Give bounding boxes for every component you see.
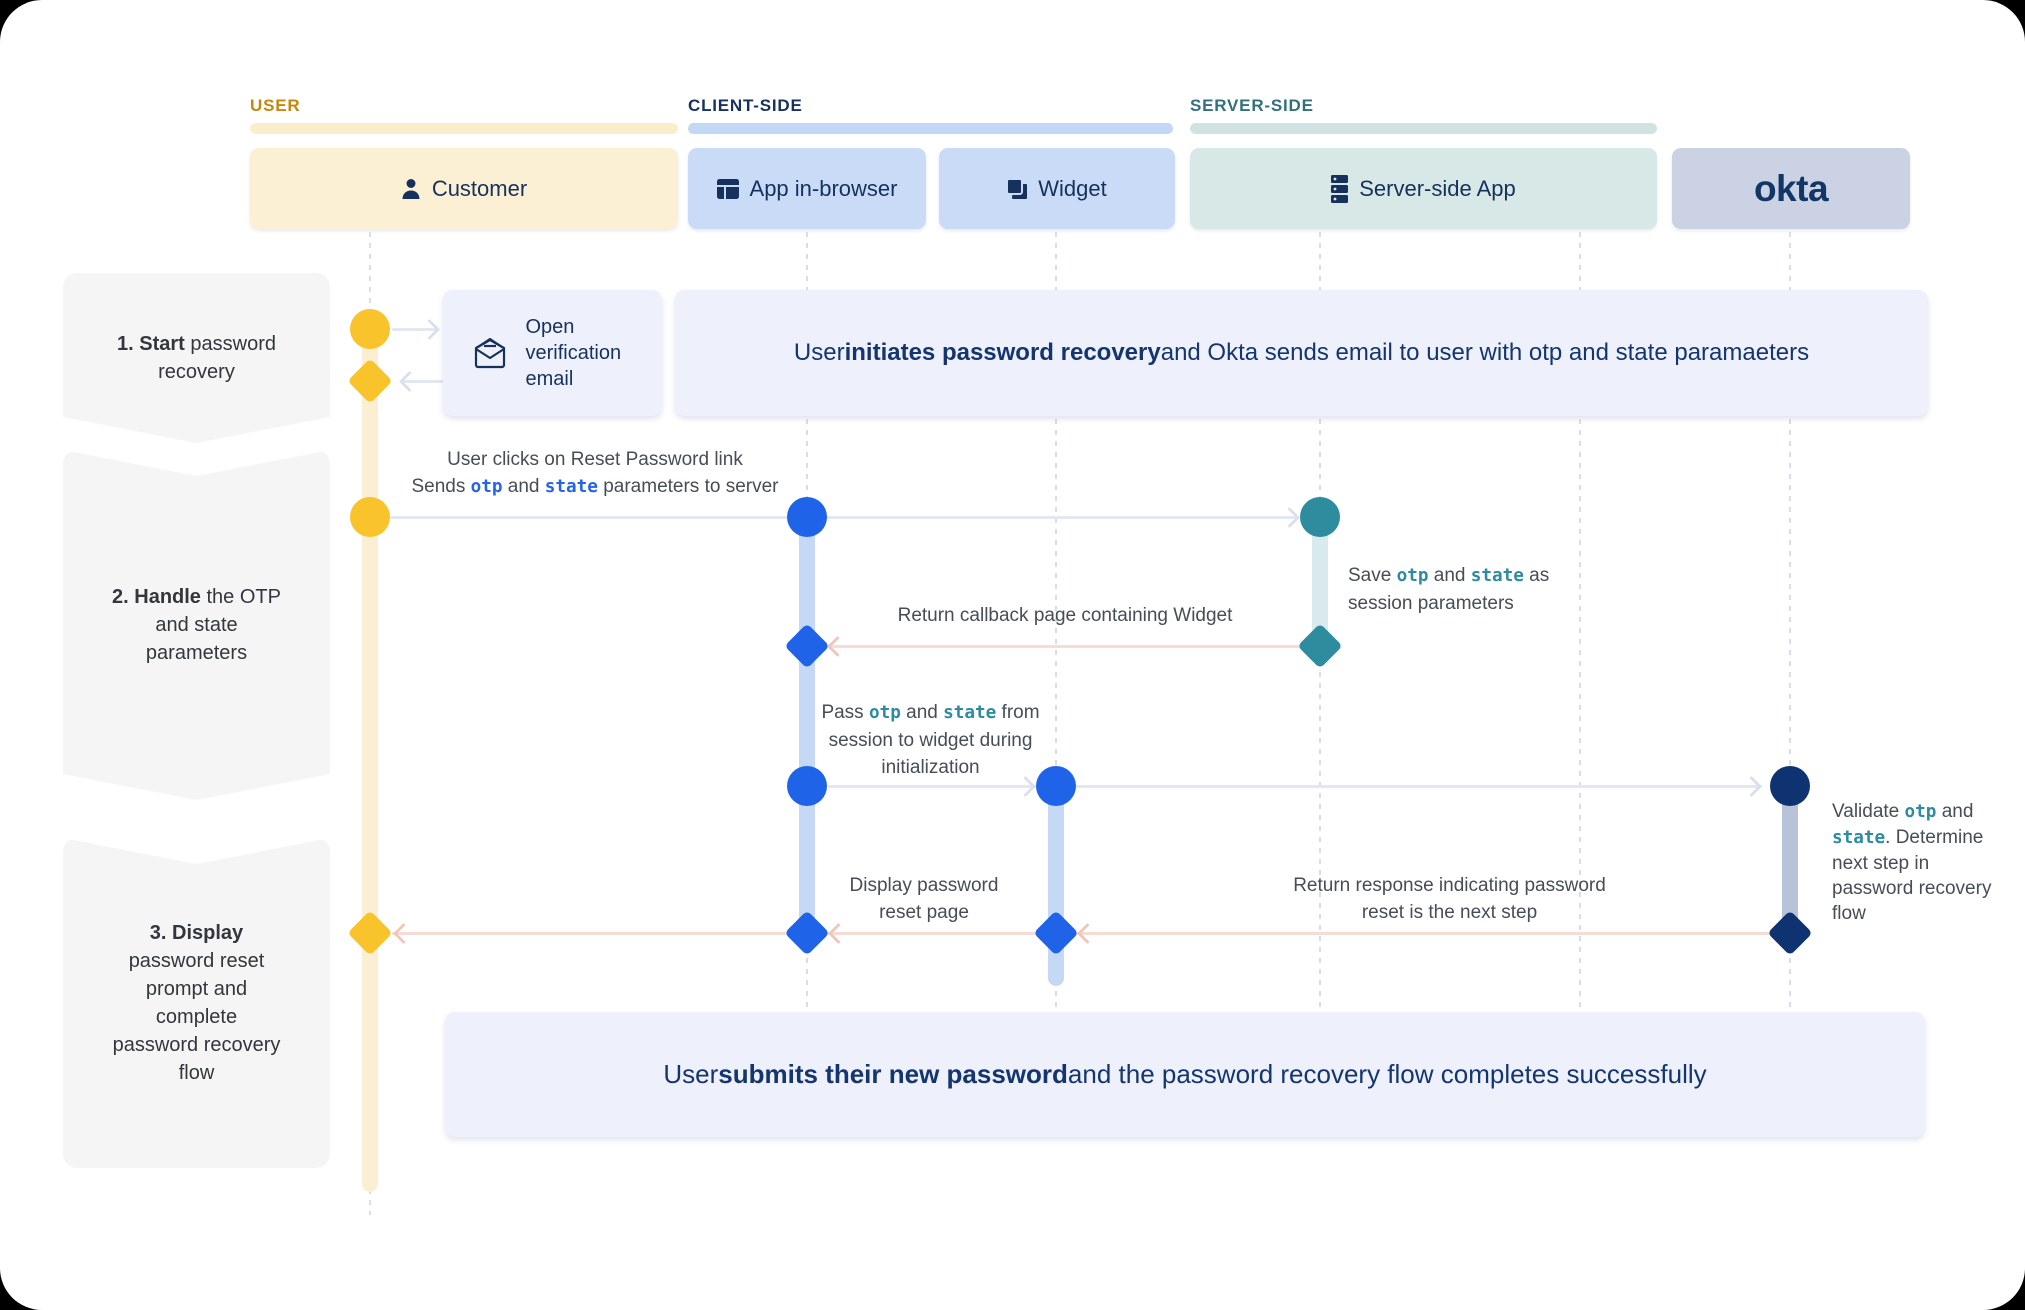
open-envelope-icon [468, 331, 512, 376]
arrowhead-left-icon [392, 922, 415, 945]
node-widget-display [1033, 910, 1079, 956]
note-save-session: Save otp and state as session parameters [1348, 565, 1550, 614]
lane-server-side-app: Server-side App [1190, 148, 1657, 229]
note-display-reset: Display password reset page [849, 875, 999, 923]
note-validate: Validate otp and state. Determine next s… [1832, 801, 1992, 924]
node-okta-response [1767, 910, 1813, 956]
node-app-display [784, 910, 830, 956]
banner-initiate-recovery: User initiates password recovery and Okt… [675, 290, 1928, 416]
banner-text: User submits their new password and the … [663, 1059, 1707, 1089]
arrowhead-left-icon [1076, 922, 1099, 945]
arrowhead-left-icon [398, 370, 421, 393]
lane-label: Widget [1038, 175, 1107, 201]
note-line: User clicks on Reset Password link [447, 449, 743, 470]
arrowhead-right-icon [1740, 775, 1763, 798]
open-verification-email-card: Open verification email [443, 290, 662, 416]
step-text: 3. Display password reset prompt and com… [112, 922, 281, 1084]
node-customer-start [350, 309, 390, 349]
activation-bar-widget [1048, 786, 1064, 986]
banner-text: User initiates password recovery and Okt… [793, 339, 1810, 366]
lane-widget: Widget [939, 148, 1175, 229]
browser-icon [716, 178, 739, 199]
arrow-app-widget [828, 785, 1036, 788]
node-customer-prompt [347, 910, 393, 956]
arrow-okta-widget-app-user-return [392, 932, 1776, 935]
group-label-server-side: SERVER-SIDE [1190, 96, 1314, 115]
activation-bar-app [799, 517, 815, 940]
activation-bar-server [1312, 517, 1328, 652]
step-text: 1. Start password recovery [117, 333, 276, 383]
note-line: Sends otp and state parameters to server [411, 476, 779, 497]
note-return-response: Return response indicating password rese… [1293, 875, 1606, 923]
group-bar-client-side [688, 123, 1173, 134]
node-okta-validate [1770, 766, 1810, 806]
node-widget-init [1036, 766, 1076, 806]
group-bar-user [250, 123, 678, 134]
group-bar-server-side [1190, 123, 1657, 134]
arrow-user-server [390, 516, 1296, 519]
lane-customer: Customer [250, 148, 678, 229]
activation-bar-customer [362, 329, 378, 1192]
lifeline-widget [1055, 232, 1057, 1008]
group-label-user: USER [250, 96, 301, 115]
arrow-email-user [402, 380, 446, 383]
note-return-callback: Return callback page containing Widget [897, 605, 1233, 626]
lane-label: App in-browser [749, 175, 898, 201]
server-icon [1331, 174, 1349, 203]
step-text: 2. Handle the OTP and state parameters [112, 586, 281, 664]
lane-app-in-browser: App in-browser [688, 148, 926, 229]
widget-icon [1007, 178, 1028, 199]
group-label-client-side: CLIENT-SIDE [688, 96, 803, 115]
node-customer-email-received [347, 358, 393, 404]
step-panel-3: 3. Display password reset prompt and com… [63, 838, 330, 1168]
banner-submit-password: User submits their new password and the … [445, 1012, 1925, 1137]
note-pass-otp: Pass otp and state from session to widge… [821, 702, 1040, 778]
arrowhead-left-icon [827, 922, 850, 945]
lifeline-server-app-2 [1579, 232, 1581, 1008]
arrowhead-left-icon [826, 635, 849, 658]
node-server-receive [1300, 497, 1340, 537]
node-app-forward [787, 497, 827, 537]
arrowhead-right-icon [418, 318, 441, 341]
arrow-user-open-email [392, 328, 436, 331]
okta-logo: okta [1753, 167, 1829, 209]
arrow-server-app-return [828, 645, 1308, 648]
lane-okta: okta [1672, 148, 1910, 229]
arrow-widget-okta [1076, 785, 1762, 788]
step-panel-2: 2. Handle the OTP and state parameters [63, 450, 330, 800]
lane-label: Server-side App [1359, 175, 1516, 201]
arrowhead-right-icon [1278, 506, 1301, 529]
node-app-callback [784, 623, 830, 669]
step-panel-1: 1. Start password recovery [63, 273, 330, 443]
node-customer-click-reset [350, 497, 390, 537]
email-card-text: Open verification email [525, 316, 622, 390]
person-icon [401, 178, 421, 200]
activation-bar-okta [1782, 786, 1798, 938]
node-app-pass [787, 766, 827, 806]
lifeline-okta [1789, 232, 1791, 1008]
note-click-reset: User clicks on Reset Password link Sends… [400, 446, 790, 501]
lane-label: Customer [431, 175, 528, 201]
node-server-return [1297, 623, 1343, 669]
